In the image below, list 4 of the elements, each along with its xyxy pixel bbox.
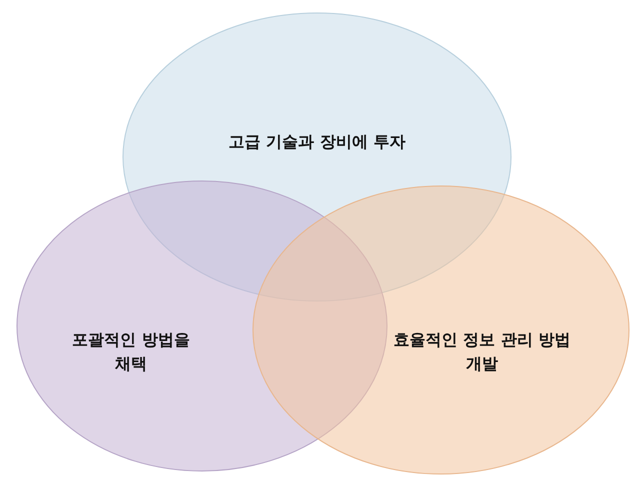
circle-label: 효율적인 정보 관리 방법 개발 [392,329,572,375]
circle-label: 고급 기술과 장비에 투자 [228,131,406,153]
circle-label: 포괄적인 방법을 채택 [71,329,191,375]
venn-circle [252,185,630,475]
